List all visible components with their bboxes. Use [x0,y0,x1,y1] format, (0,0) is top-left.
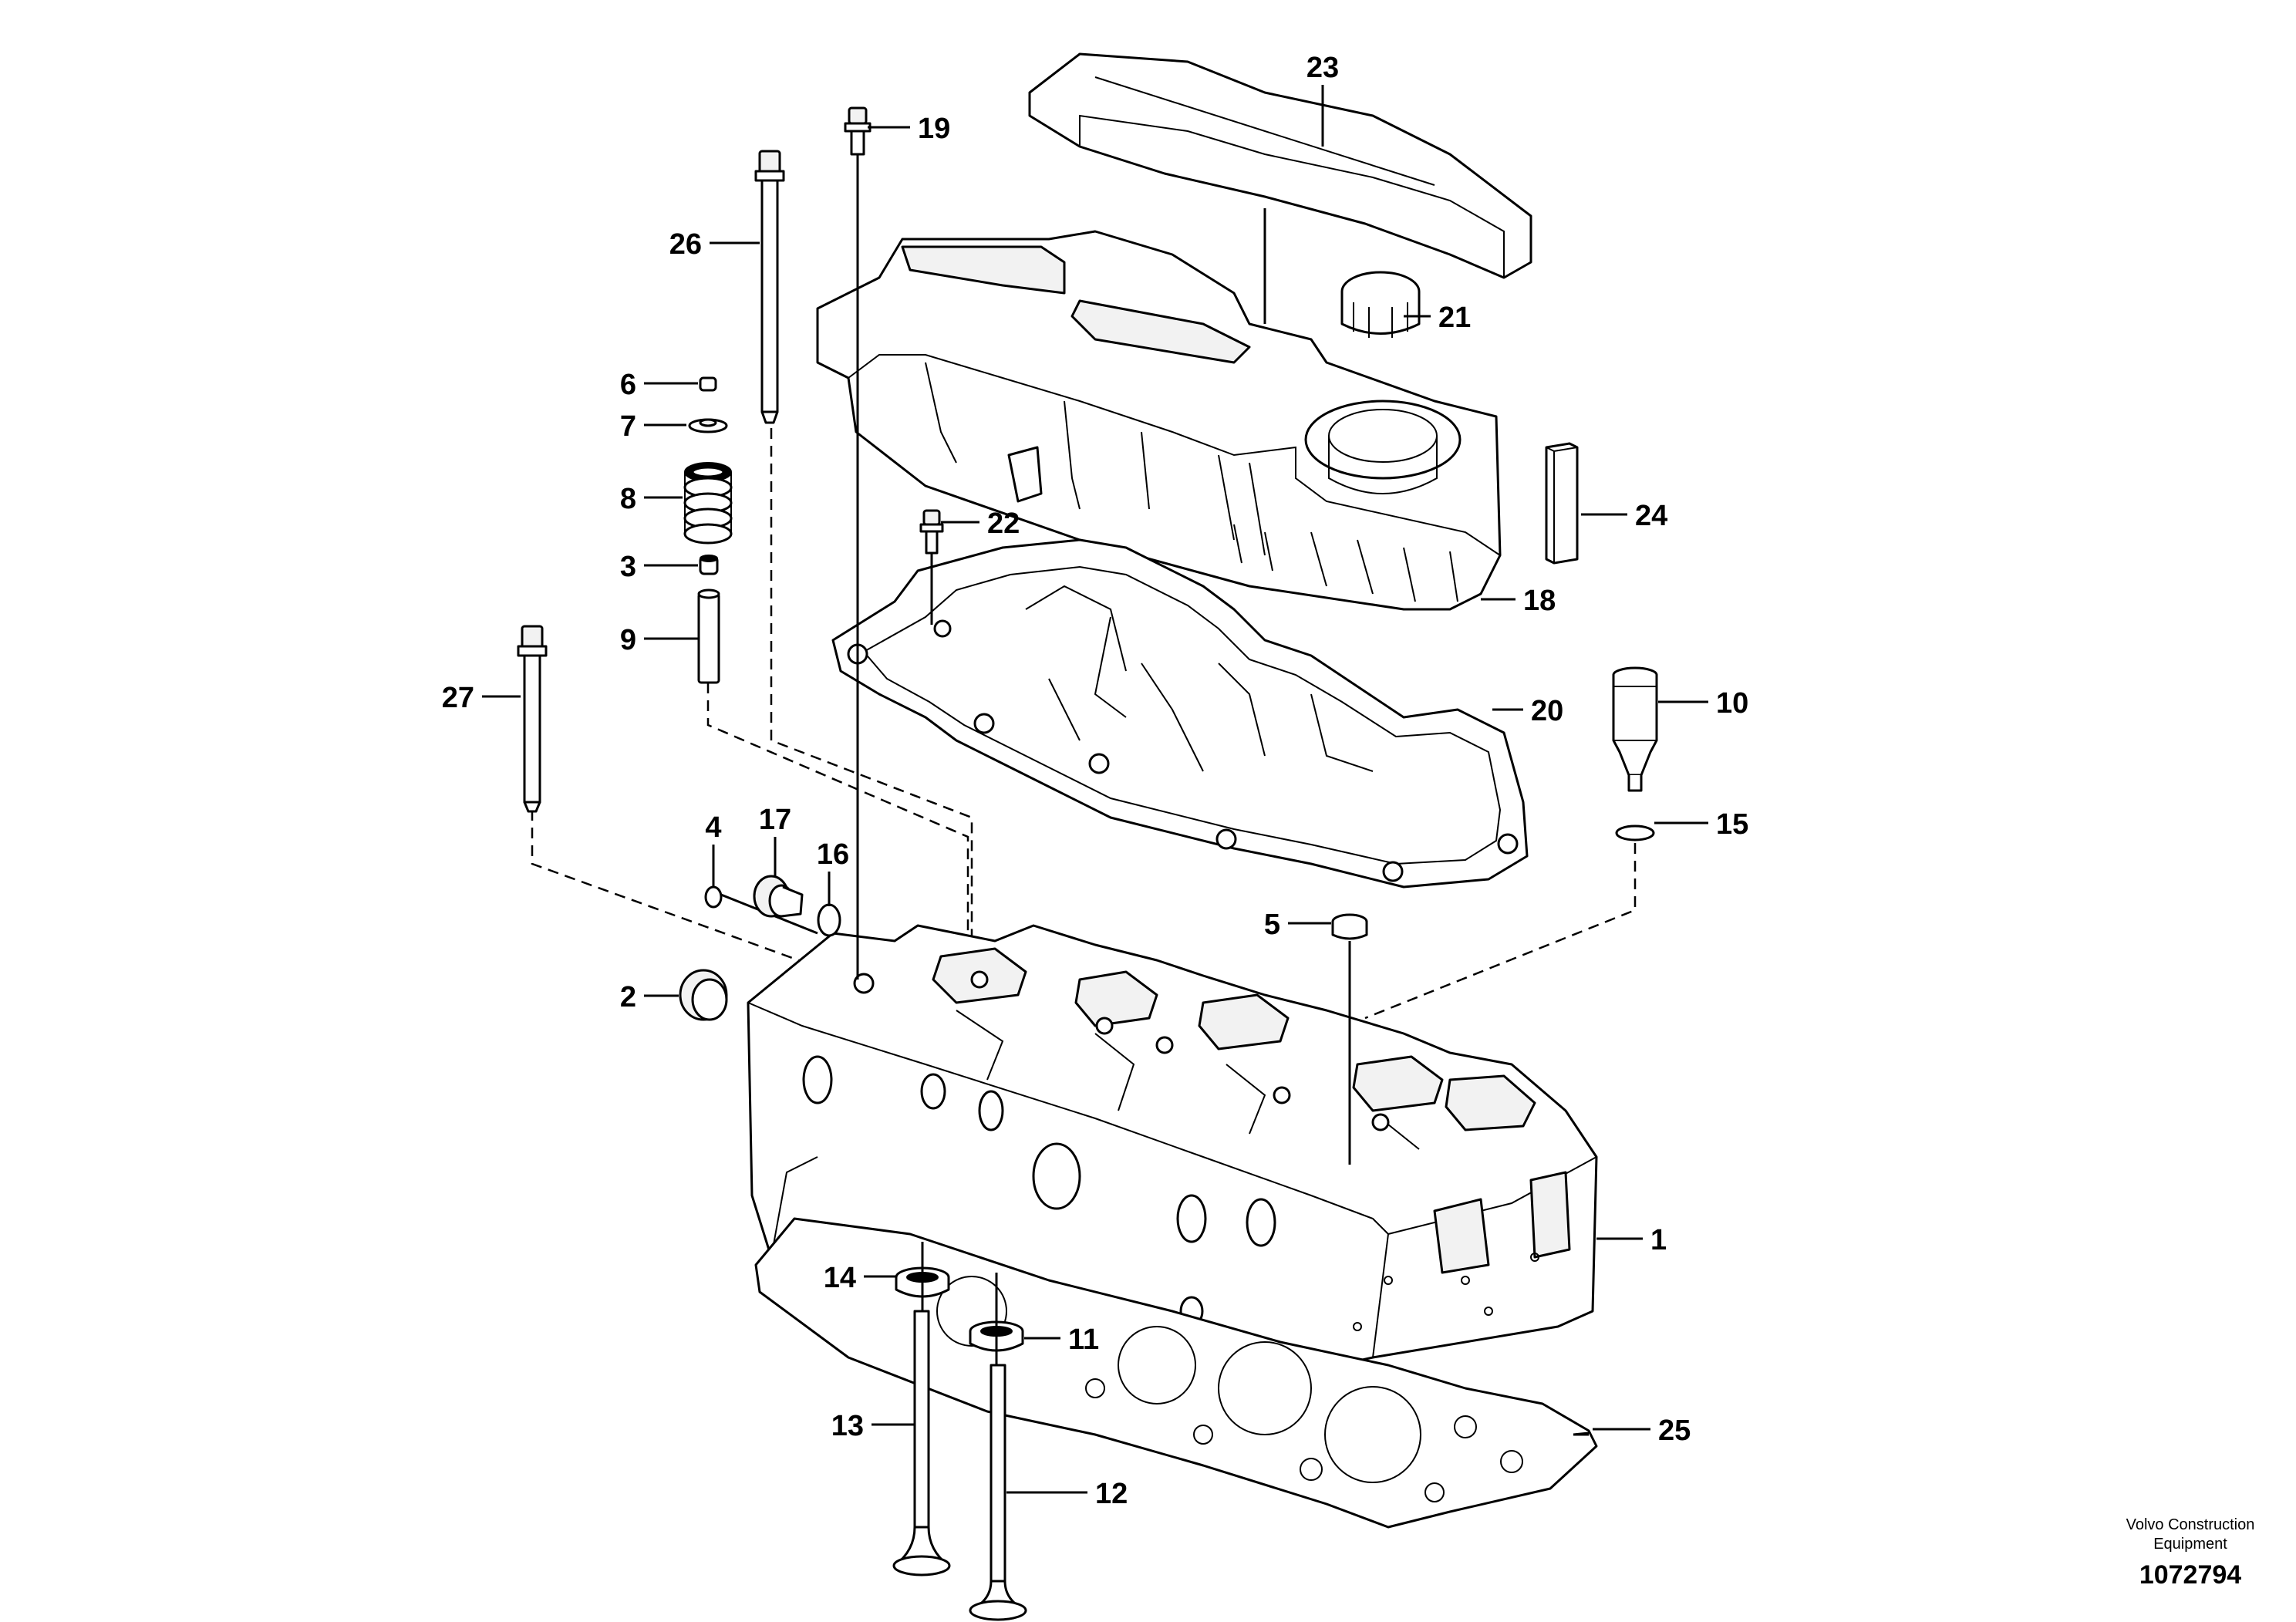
publisher-name-line2: Equipment [2153,1536,2227,1553]
callout-24: 24 [1635,500,1667,532]
callout-6: 6 [620,369,636,401]
publisher-credit: Volvo Construction Equipment 1072794 [2075,1516,2296,1590]
callout-7: 7 [620,410,636,443]
callout-16: 16 [817,838,849,871]
valve-cover-part-18 [816,230,1502,611]
callout-10: 10 [1716,687,1748,720]
plug-part-2 [679,969,728,1021]
callout-leader-lines [482,85,1708,1494]
callout-25: 25 [1658,1415,1691,1447]
publisher-name-line1: Volvo Construction [2126,1516,2255,1533]
plug-part-4 [704,885,723,909]
long-bolt-part-26 [754,150,785,424]
callout-5: 5 [1264,909,1280,941]
callout-12: 12 [1095,1478,1128,1510]
callout-13: 13 [831,1410,864,1442]
oil-filler-cap-part-21 [1340,271,1421,338]
callout-15: 15 [1716,808,1748,841]
seal-strip-part-24 [1545,442,1579,565]
assembly-dash-lines [531,428,1637,1020]
valve-part-13 [892,1310,951,1576]
callout-11: 11 [1068,1324,1099,1356]
valve-cover-gasket-part-20 [831,538,1529,889]
callout-23: 23 [1306,52,1339,84]
o-ring-part-16 [817,903,841,937]
callout-18: 18 [1523,585,1556,617]
seal-part-5 [1331,913,1368,1165]
o-ring-part-15 [1615,824,1655,841]
callout-27: 27 [442,682,474,714]
bolt-part-19 [844,106,872,262]
valve-part-12 [969,1364,1027,1621]
callout-1: 1 [1650,1224,1667,1256]
callout-20: 20 [1531,695,1563,727]
drawing-number: 1072794 [2139,1560,2242,1590]
bolt-part-27 [517,625,548,813]
top-cover-strip-part-23 [1028,52,1532,279]
small-plugs [704,875,841,937]
head-gasket-part-25 [754,1217,1598,1529]
valve-guide-part-9 [697,592,720,684]
valve-spring-part-8 [683,462,733,545]
bolt-part-22 [919,509,944,625]
callout-numbers: 23 19 26 21 6 7 8 3 9 22 24 18 20 10 15 … [442,52,1749,1510]
callout-22: 22 [987,508,1020,540]
callout-2: 2 [620,981,636,1013]
valve-spring-stack [683,376,733,684]
callout-19: 19 [918,113,950,145]
callout-14: 14 [824,1262,856,1294]
callout-4: 4 [705,811,721,844]
callout-9: 9 [620,624,636,656]
plug-part-17 [753,875,804,918]
callout-3: 3 [620,551,636,583]
injector-sleeve-part-10 [1612,666,1658,792]
callout-21: 21 [1438,302,1471,334]
callout-26: 26 [669,228,702,261]
callout-17: 17 [759,804,791,836]
callout-8: 8 [620,483,636,515]
valve-keeper-part-6 [699,376,717,392]
